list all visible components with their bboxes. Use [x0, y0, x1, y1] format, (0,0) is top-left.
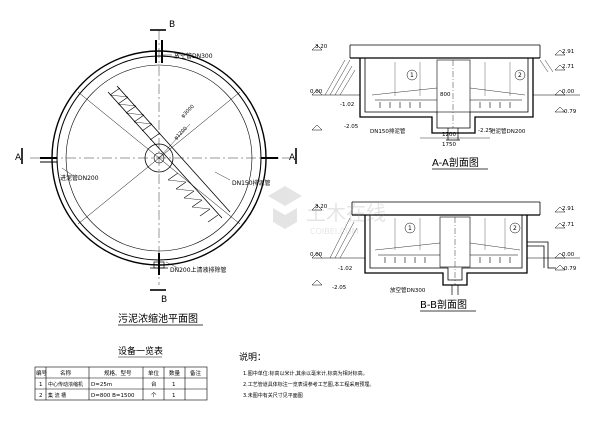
section-a-elev-top: 3.20 [315, 44, 328, 50]
equipment-table-title: 设备一览表 [118, 345, 163, 357]
table-row-1-qty: 1 [172, 382, 176, 388]
section-b-elev-r-low: -0.79 [562, 266, 577, 272]
section-a-walls [349, 44, 541, 129]
section-a-elev-bottom2: -2.05 [344, 124, 359, 130]
section-b-drawing [311, 201, 580, 295]
section-b-callout-1: 1 [408, 225, 412, 232]
table-row-1-name: 中心传动浓缩机 [48, 381, 83, 388]
section-a-dim-bottom-w: 1200 [442, 132, 456, 138]
leader-thick [214, 171, 231, 181]
section-a-center-column [436, 59, 471, 113]
table-row-2-spec: D=800 B=1500 [91, 393, 135, 399]
section-a-callout-1: 1 [410, 72, 414, 79]
section-b-bottom-label: B [161, 295, 167, 305]
section-a-callout-2: 2 [518, 72, 522, 79]
section-a-elev-bottom: -1.02 [340, 102, 354, 108]
section-a-elev-ground-r: 0.00 [562, 89, 575, 95]
section-a-drawing [311, 44, 580, 141]
table-row-2-unit: 个 [151, 392, 157, 399]
plan-title: 污泥浓缩池平面图 [118, 312, 198, 325]
section-b-label-drain: 放空管DN300 [390, 286, 426, 294]
section-a-right-label: A [289, 153, 296, 163]
table-header-name: 名称 [60, 369, 72, 377]
section-b-elev-ground-r: 0.00 [562, 252, 575, 258]
notes-block: 说明： 1.图中单位:标高以米计,其余以毫米计,标高为相对标高。 2.工艺管道具… [239, 351, 374, 399]
radial-line [77, 157, 160, 225]
notes-line-1: 1.图中单位:标高以米计,其余以毫米计,标高为相对标高。 [243, 370, 368, 377]
watermark-logo: 土木在线 COIBEI.COM [268, 186, 386, 236]
section-b-elev-bottom2: -2.05 [332, 285, 347, 291]
notes-title: 说明： [239, 351, 266, 363]
table-header-qty: 数量 [169, 369, 181, 377]
table-header-spec: 规格、型号 [104, 369, 132, 377]
section-b-callout-2: 2 [513, 225, 517, 232]
plan-labels: 放空管DN300 进泥管DN200 DN150排泥管 DN200上清液排除管 φ… [15, 20, 296, 326]
table-row-1-no: 1 [39, 382, 43, 388]
section-b-scraper [378, 254, 518, 263]
section-b-walls [351, 201, 541, 281]
section-a-elev-water-r: 2.71 [562, 64, 574, 70]
watermark-text-en: COIBEI.COM [310, 227, 359, 236]
section-b-labels: 3.20 0.00 -1.02 -2.05 2.91 2.71 0.00 -0.… [310, 204, 577, 312]
leader-inlet [61, 167, 73, 176]
notes-line-3: 3.未图中有关尺寸见平面图 [243, 392, 303, 399]
section-a-elev-center: -2.25 [478, 128, 493, 134]
dim-leader [158, 123, 191, 159]
section-b-elev-bottom: -1.02 [338, 266, 352, 272]
section-b-title: B-B剖面图 [420, 298, 467, 311]
notes-line-2: 2.工艺管道具体标注一览表请参考工艺图,本工程采用预埋。 [243, 381, 374, 388]
table-header-no: 编号 [36, 369, 48, 377]
radial-line [158, 157, 241, 225]
table-row-2-qty: 1 [172, 393, 176, 399]
section-a-label-thick: DN150排泥管 [370, 127, 406, 135]
equipment-table: 设备一览表 编号 名称 规格、型号 单位 数量 备注 1 中心传动浓缩机 D=2… [34, 345, 208, 401]
section-a-elev-top-r: 2.91 [562, 49, 574, 55]
radial-line [158, 91, 241, 159]
table-header-unit: 单位 [148, 369, 160, 377]
table-row-1-unit: 台 [151, 380, 157, 388]
section-b-top-label: B [169, 20, 175, 30]
section-b-elev-top: 3.20 [315, 204, 328, 210]
section-b-elev-ground: 0.00 [310, 252, 323, 258]
plan-view [21, 29, 297, 291]
plan-dim-1: φ3000 [180, 104, 196, 120]
section-a-label-inlet: 进泥管DN200 [490, 127, 526, 135]
section-a-labels: 3.20 0.00 -1.02 -2.05 2.91 2.71 0.00 -0.… [310, 44, 577, 170]
plan-label-drain-pipe: 放空管DN300 [174, 52, 213, 60]
watermark-icon [268, 186, 302, 229]
section-a-left-label: A [15, 153, 22, 163]
scraper-truss [107, 85, 231, 223]
section-a-dim-center: 800 [440, 92, 451, 98]
plan-label-inlet-pipe: 进泥管DN200 [60, 174, 99, 182]
section-a-elev-r-low: -0.79 [562, 109, 577, 115]
table-row-2-no: 2 [39, 393, 43, 399]
radial-line [77, 91, 160, 159]
section-a-dim-bottom-w2: 1750 [442, 142, 456, 148]
section-a-title: A-A剖面图 [432, 156, 479, 169]
section-a-scraper [375, 99, 522, 108]
plan-label-overflow-pipe: DN200上清液排除管 [170, 266, 227, 274]
watermark-text-cn: 土木在线 [306, 201, 386, 225]
section-a-elev-ground: 0.00 [310, 89, 323, 95]
table-row-2-name: 集 流 槽 [48, 392, 66, 399]
leader-overflow [165, 261, 179, 269]
plan-dim-2: φ1200 [173, 126, 189, 142]
table-row-1-spec: D=25m [91, 382, 112, 388]
table-header-remark: 备注 [190, 369, 202, 377]
section-b-elev-water: 2.71 [562, 222, 574, 228]
plan-label-thick-pipe: DN150排泥管 [232, 179, 271, 187]
section-b-elev-top-r: 2.91 [562, 206, 574, 212]
